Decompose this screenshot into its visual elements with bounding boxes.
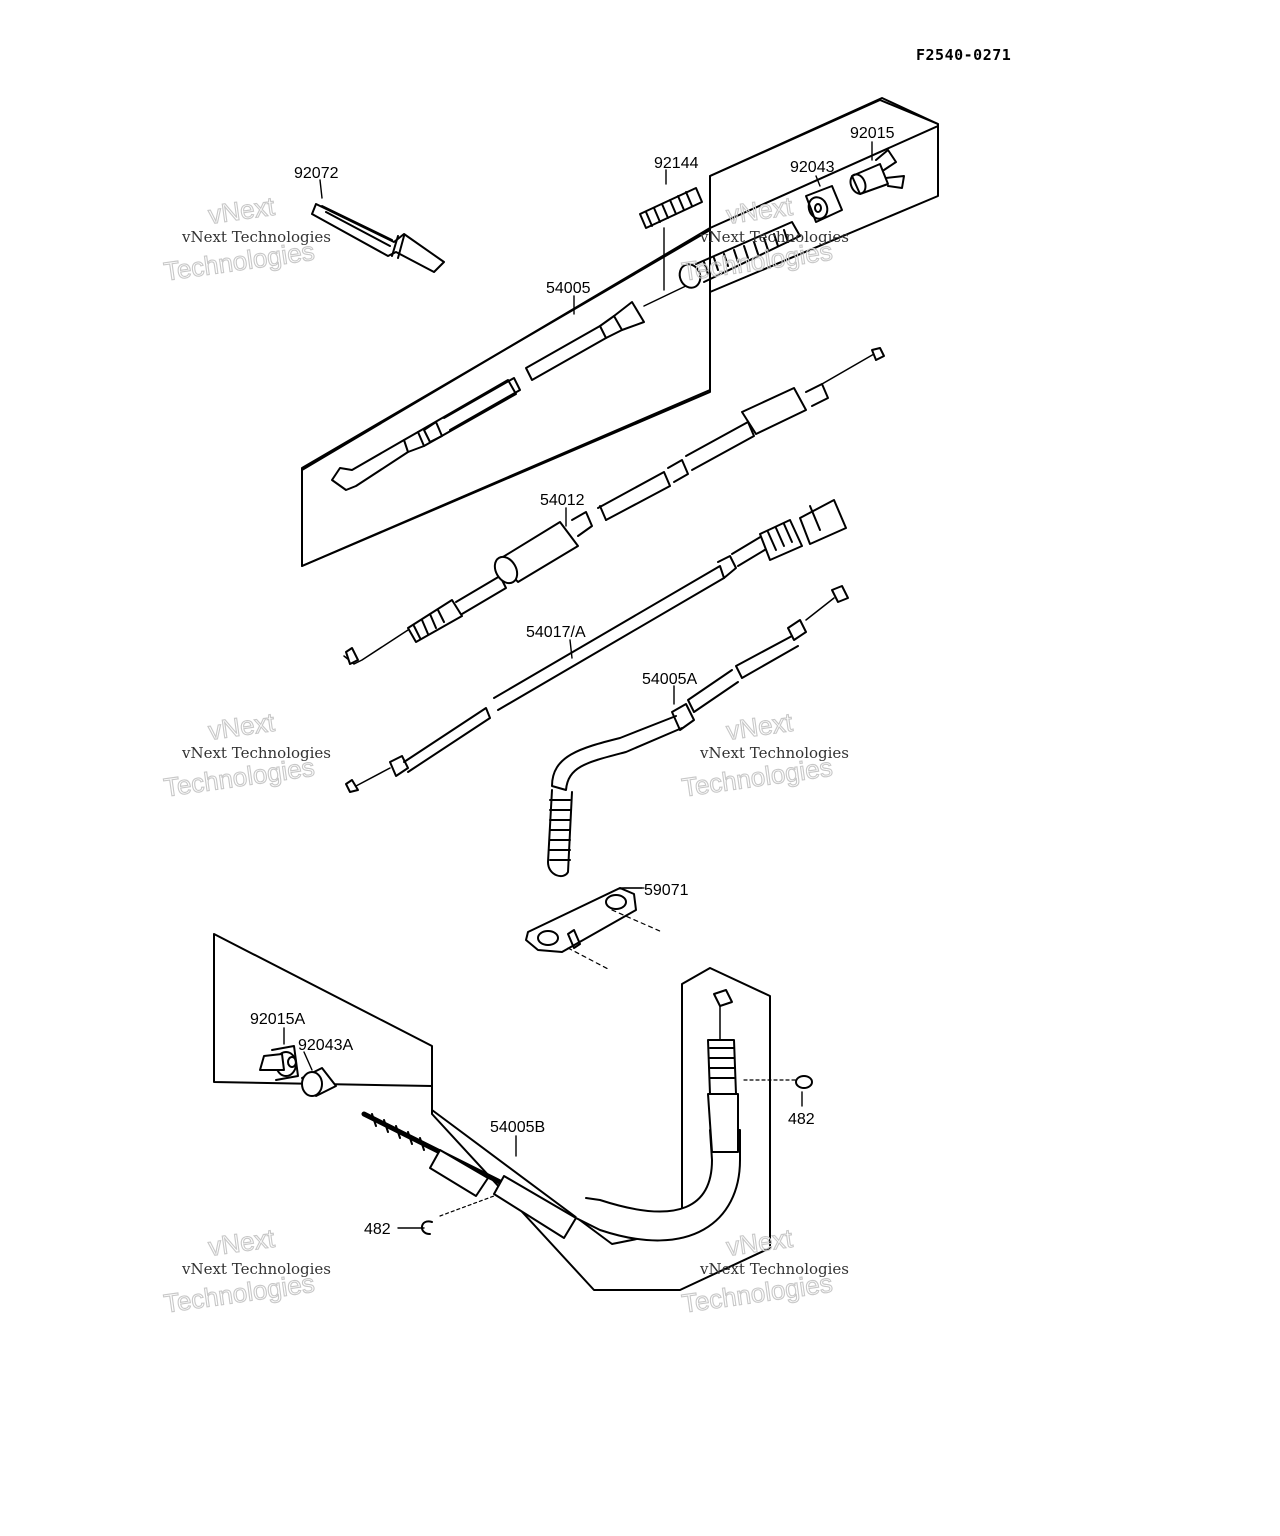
svg-text:vNext: vNext	[724, 1223, 795, 1262]
svg-text:vNext: vNext	[206, 1223, 277, 1262]
cable-54005	[331, 221, 801, 491]
svg-text:vNext Technologies: vNext Technologies	[181, 744, 331, 762]
bracket-59071	[525, 887, 663, 971]
label-92144: 92144	[654, 155, 699, 172]
svg-text:vNext: vNext	[206, 707, 277, 746]
label-92043: 92043	[790, 159, 835, 176]
svg-text:vNext Technologies: vNext Technologies	[699, 228, 849, 246]
cable-54005B	[361, 989, 741, 1242]
label-54005: 54005	[546, 280, 591, 297]
svg-text:vNext Technologies: vNext Technologies	[181, 228, 331, 246]
watermarks: vNext Technologies vNext Technologies vN…	[161, 190, 849, 1319]
svg-text:vNext Technologies: vNext Technologies	[699, 1260, 849, 1278]
nut-92043A	[301, 1067, 337, 1097]
part-labels: 92072 92144 92043 92015 54005 54012 5401…	[250, 125, 895, 1238]
svg-text:vNext: vNext	[206, 191, 277, 230]
nut-92043	[805, 185, 843, 223]
leader-lines	[283, 141, 873, 1229]
label-92015: 92015	[850, 125, 895, 142]
label-59071: 59071	[644, 882, 689, 899]
label-92043A: 92043A	[298, 1037, 353, 1054]
cable-54017A	[345, 499, 847, 793]
clip-482-left	[421, 1195, 495, 1235]
label-92072: 92072	[294, 165, 339, 182]
label-54012: 54012	[540, 492, 585, 509]
label-482-left: 482	[364, 1221, 391, 1238]
wingnut-92015A	[259, 1045, 299, 1081]
label-54005A: 54005A	[642, 671, 697, 688]
label-54017A: 54017/A	[526, 624, 586, 641]
label-482-right: 482	[788, 1111, 815, 1128]
svg-text:vNext: vNext	[724, 191, 795, 230]
cable-54012	[343, 347, 885, 665]
upper-panel-outline-main	[301, 99, 939, 567]
strap-92072	[311, 203, 445, 273]
svg-text:vNext Technologies: vNext Technologies	[699, 744, 849, 762]
wingnut-92015	[849, 149, 905, 195]
label-92015A: 92015A	[250, 1011, 305, 1028]
clip-482-right	[743, 1075, 813, 1089]
cable-54005A	[547, 585, 849, 878]
svg-text:vNext: vNext	[724, 707, 795, 746]
label-54005B: 54005B	[490, 1119, 545, 1136]
lower-panel-outline	[213, 933, 771, 1291]
svg-text:vNext Technologies: vNext Technologies	[181, 1260, 331, 1278]
drawing-code: F2540-0271	[916, 46, 1012, 64]
spring-92144	[639, 187, 703, 229]
